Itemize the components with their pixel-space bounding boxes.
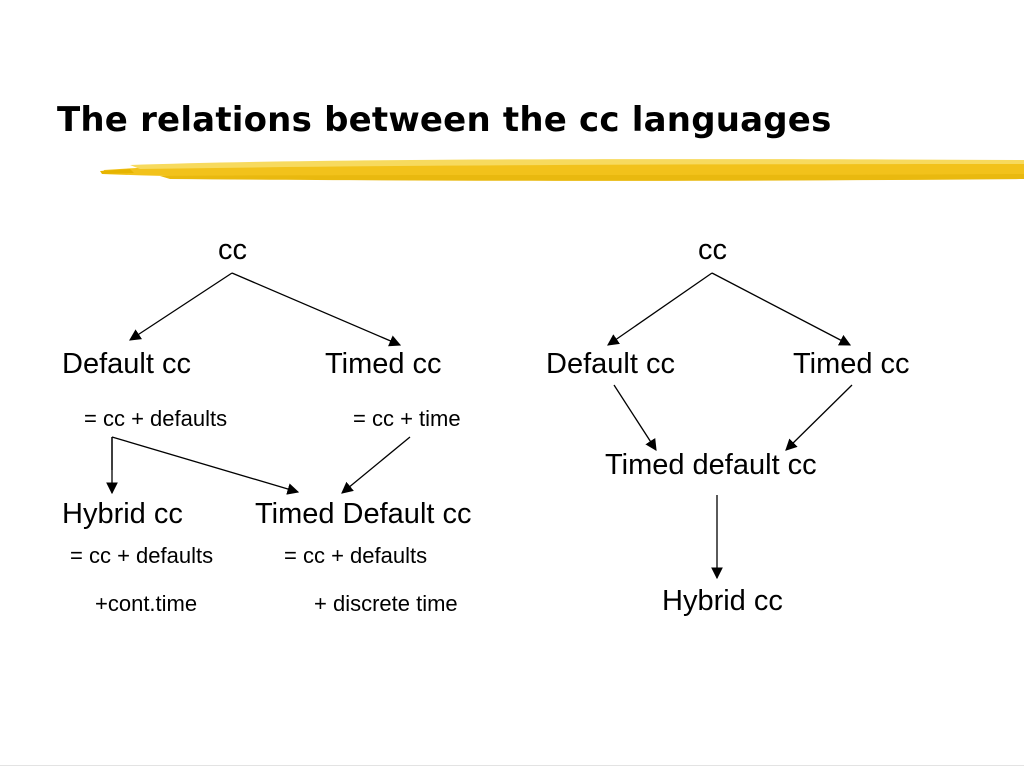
right-root-cc: cc bbox=[698, 234, 727, 266]
arrow-cc-to-timed-cc-right bbox=[711, 272, 852, 346]
left-timed-default-cc-note-1: = cc + defaults bbox=[284, 543, 428, 568]
left-hybrid-cc-note-2: +cont.time bbox=[95, 591, 198, 616]
right-timed-cc: Timed cc bbox=[793, 348, 910, 380]
slide-title: The relations between the cc languages bbox=[57, 100, 832, 140]
arrow-timed-cc-to-timed-default-cc bbox=[341, 436, 411, 494]
left-default-cc: Default cc bbox=[62, 348, 191, 380]
left-timed-cc-note: = cc + time bbox=[353, 406, 461, 431]
arrow-default-cc-to-timed-default-cc bbox=[111, 436, 300, 495]
left-root-cc: cc bbox=[218, 234, 247, 266]
left-hybrid-cc-note-1: = cc + defaults bbox=[70, 543, 214, 568]
left-timed-default-cc: Timed Default cc bbox=[255, 498, 472, 530]
arrow-timed-cc-to-timed-default-cc-right bbox=[785, 384, 853, 451]
arrow-cc-to-default-cc-left bbox=[129, 272, 233, 341]
arrow-cc-to-timed-cc-left bbox=[231, 272, 402, 347]
left-timed-default-cc-note-2: + discrete time bbox=[314, 591, 458, 616]
right-hybrid-cc: Hybrid cc bbox=[662, 585, 783, 617]
right-timed-default-cc: Timed default cc bbox=[605, 449, 817, 481]
left-timed-cc: Timed cc bbox=[325, 348, 442, 380]
bottom-divider bbox=[0, 765, 1024, 766]
title-highlight-stroke bbox=[100, 159, 1024, 181]
left-hybrid-cc: Hybrid cc bbox=[62, 498, 183, 530]
arrow-default-cc-to-timed-default-cc-right bbox=[613, 384, 657, 451]
right-default-cc: Default cc bbox=[546, 348, 675, 380]
left-default-cc-note: = cc + defaults bbox=[84, 406, 228, 431]
arrow-cc-to-default-cc-right bbox=[607, 272, 713, 346]
